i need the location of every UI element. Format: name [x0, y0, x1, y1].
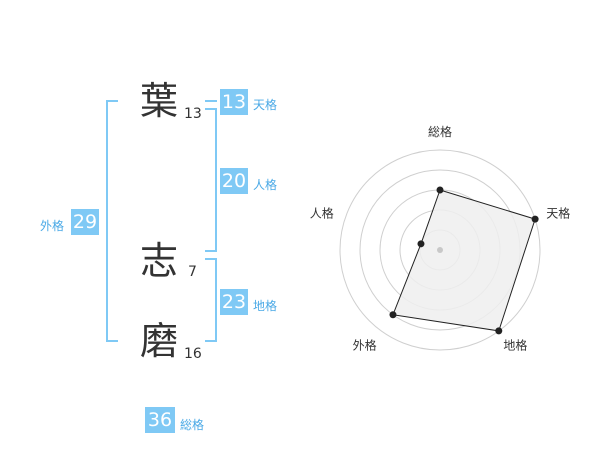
- jinkaku-bracket: [205, 108, 217, 252]
- radar-data-point: [436, 186, 444, 194]
- radar-grid-ring: [339, 149, 541, 351]
- radar-data-point: [531, 215, 539, 223]
- char-1: 葉: [140, 79, 179, 123]
- radar-data-point: [495, 327, 503, 335]
- jinkaku-label: 人格: [253, 178, 278, 192]
- jinkaku-value: 20: [220, 168, 248, 194]
- gaikaku-bracket: [106, 100, 118, 342]
- tenkaku-label: 天格: [253, 98, 278, 112]
- char-3-strokes: 16: [184, 346, 202, 362]
- chikaku-value: 23: [220, 289, 248, 315]
- chikaku-label: 地格: [253, 299, 278, 313]
- tenkaku-bracket: [205, 100, 217, 102]
- radar-axis-label: 天格: [546, 206, 570, 221]
- char-2: 志: [140, 239, 179, 283]
- tenkaku-value: 13: [220, 89, 248, 115]
- radar-axis-label: 人格: [310, 206, 334, 221]
- radar-axis-label: 外格: [353, 337, 377, 352]
- gaikaku-label: 外格: [40, 219, 65, 233]
- radar-axis-label: 地格: [503, 337, 527, 352]
- radar-center-dot: [437, 247, 443, 253]
- gaikaku-value: 29: [71, 209, 99, 235]
- radar-series-polygon: [392, 189, 536, 332]
- soukaku-label: 総格: [180, 418, 205, 432]
- char-3: 磨: [140, 319, 179, 363]
- radar-data-point: [417, 240, 425, 248]
- radar-data-point: [389, 311, 397, 319]
- soukaku-value: 36: [145, 407, 175, 433]
- radar-axis-label: 総格: [428, 124, 452, 139]
- char-2-strokes: 7: [188, 264, 197, 280]
- chikaku-bracket: [205, 258, 217, 342]
- char-1-strokes: 13: [184, 106, 202, 122]
